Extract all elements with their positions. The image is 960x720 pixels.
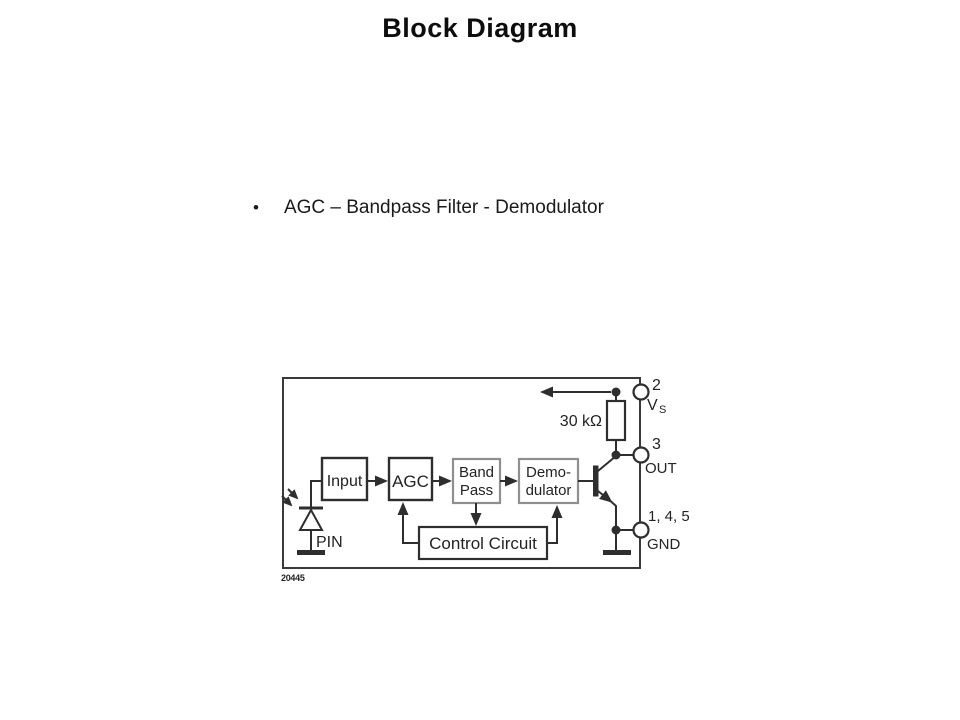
pin3-name-label: OUT [645, 460, 677, 477]
input-label: Input [327, 473, 363, 490]
slide-title: Block Diagram [382, 13, 578, 43]
transistor-symbol [578, 455, 617, 530]
agc-box [387, 456, 434, 502]
ground-symbol [297, 550, 325, 555]
bandpass-label-line1: Band [459, 464, 494, 481]
ground-symbol [603, 550, 631, 555]
bullet-marker: • [253, 198, 259, 217]
demodulator-block: Demo- dulator [517, 457, 580, 505]
pin-terminal-gnd [632, 521, 650, 539]
ic-boundary-box [282, 377, 641, 569]
demodulator-label-line2: dulator [526, 482, 572, 499]
pin-terminal-vs [632, 383, 650, 401]
gnd-name-label: GND [647, 536, 681, 553]
bullet-item: • AGC – Bandpass Filter - Demodulator [253, 197, 604, 219]
pin2-name-subscript: S [659, 404, 666, 416]
gnd-numbers-label: 1, 4, 5 [648, 508, 690, 525]
transistor-base-bar [593, 465, 599, 497]
pin3-number-label: 3 [652, 436, 661, 453]
control-circuit-block: Control Circuit [417, 525, 549, 561]
demodulator-label-line1: Demo- [526, 464, 571, 481]
bandpass-label-line2: Pass [460, 482, 493, 499]
photodiode-symbol [298, 507, 324, 531]
transistor-emitter [597, 490, 613, 503]
arrow-control-to-agc [397, 502, 419, 544]
agc-block: AGC [387, 456, 434, 502]
pin-terminal-out [632, 446, 650, 464]
junction-dot [611, 387, 621, 397]
resistor-label: 30 kΩ [560, 413, 602, 430]
resistor-symbol [605, 399, 627, 442]
light-ray-icon [287, 488, 299, 500]
wire [610, 500, 617, 530]
figure-number: 20445 [281, 573, 305, 583]
light-ray-icon [281, 495, 293, 507]
arrow-control-to-demodulator [547, 505, 563, 544]
input-box [320, 456, 369, 502]
input-block: Input [320, 456, 369, 502]
pin-photodiode: PIN [281, 480, 343, 555]
junction-dot [611, 450, 621, 460]
pin2-name-label: V [647, 397, 658, 414]
wire [310, 480, 322, 507]
pin2-number-label: 2 [652, 377, 661, 394]
supply-branch: 30 kΩ [540, 386, 627, 455]
agc-label: AGC [392, 472, 429, 491]
bullet-text: AGC – Bandpass Filter - Demodulator [283, 197, 604, 218]
transistor-collector [597, 455, 617, 472]
control-circuit-label: Control Circuit [429, 534, 537, 553]
block-diagram-figure: 30 kΩ Input AGC Band Pass Demo- dulator … [281, 377, 690, 583]
demodulator-box [517, 457, 580, 505]
bandpass-block: Band Pass [451, 457, 502, 505]
photodiode-label: PIN [316, 534, 343, 551]
